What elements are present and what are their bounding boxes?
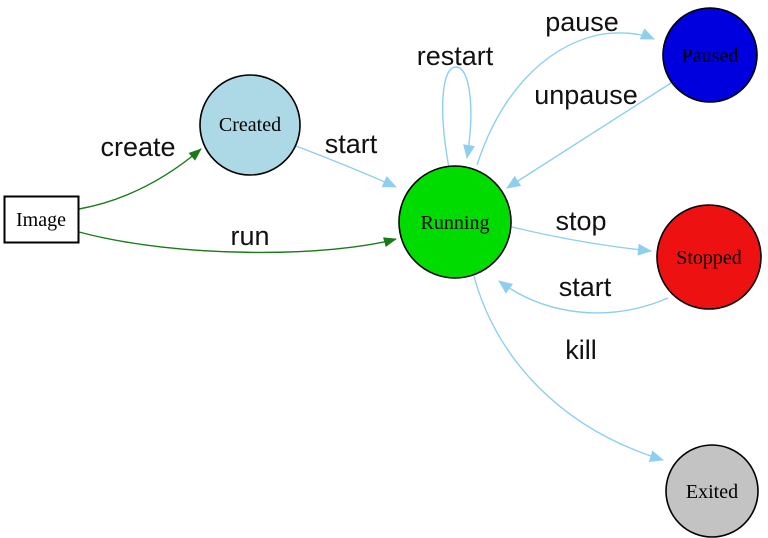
edge-run	[78, 231, 397, 254]
node-exited: Exited	[665, 444, 759, 538]
node-label-image: Image	[16, 209, 66, 231]
node-image: Image	[3, 195, 80, 244]
edge-label-stop: stop	[555, 206, 606, 236]
edge-label-restart: restart	[417, 41, 494, 71]
node-stopped: Stopped	[656, 204, 762, 310]
edge-create	[78, 148, 202, 210]
edge-label-start-1: start	[325, 129, 378, 159]
node-label-paused: Paused	[682, 45, 739, 67]
edge-label-create: create	[100, 132, 175, 162]
node-label-stopped: Stopped	[676, 247, 742, 269]
image-rect	[3, 195, 80, 244]
edge-label-pause: pause	[545, 7, 619, 37]
created-circle	[199, 74, 301, 176]
edge-unpause	[506, 82, 672, 189]
edge-label-kill: kill	[565, 335, 597, 365]
node-label-running: Running	[421, 212, 490, 234]
edge-labels: create run start restart pause unpause s…	[100, 7, 637, 365]
edge-start-stopped-running	[498, 280, 669, 314]
edge-restart-self-loop	[442, 66, 475, 169]
edge-kill	[473, 275, 664, 462]
edge-pause	[476, 28, 655, 166]
edge-stop	[511, 226, 652, 256]
node-running: Running	[398, 165, 512, 279]
edge-start-created-running	[295, 145, 397, 188]
node-paused: Paused	[662, 7, 758, 103]
stopped-circle	[656, 204, 762, 310]
node-label-exited: Exited	[686, 481, 738, 503]
node-created: Created	[199, 74, 301, 176]
running-circle	[398, 165, 512, 279]
exited-circle	[665, 444, 759, 538]
node-label-created: Created	[219, 114, 281, 136]
edge-label-unpause: unpause	[534, 80, 638, 110]
nodes: Image Created Running Paused Stopped Exi	[3, 7, 762, 538]
paused-circle	[662, 7, 758, 103]
edge-label-run: run	[230, 221, 269, 251]
edge-label-start-2: start	[559, 272, 612, 302]
edges	[78, 28, 672, 462]
